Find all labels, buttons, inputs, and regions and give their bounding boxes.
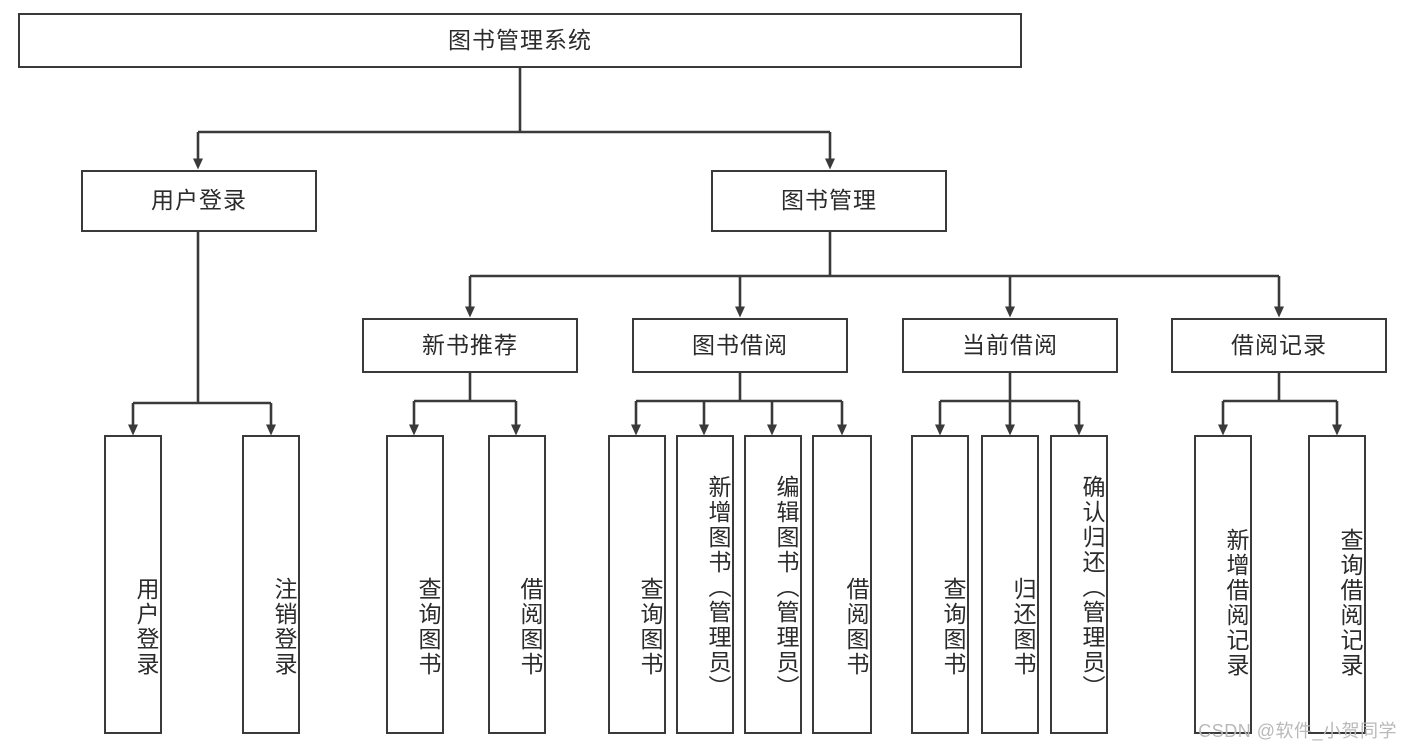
watermark-text: CSDN @软件_小贺同学 [1198,721,1397,741]
leaf-borrow-edit-book-admin-label: 编辑图书（管理员） [773,475,799,700]
leaf-recommend-borrow-book-label: 借阅图书 [517,576,543,677]
leaf-logout[interactable]: 注销登录 [242,435,300,734]
leaf-recommend-borrow-book[interactable]: 借阅图书 [488,435,546,734]
leaf-logout-label: 注销登录 [271,576,297,677]
leaf-record-query-label: 查询借阅记录 [1337,527,1363,678]
leaf-record-add[interactable]: 新增借阅记录 [1194,435,1252,734]
leaf-current-query-book[interactable]: 查询图书 [911,435,969,734]
leaf-record-add-label: 新增借阅记录 [1223,527,1249,678]
leaf-borrow-borrow-book[interactable]: 借阅图书 [812,435,872,734]
node-book-manage[interactable]: 图书管理 [711,170,947,232]
node-book-borrow[interactable]: 图书借阅 [632,318,848,373]
node-root-label: 图书管理系统 [448,26,592,53]
leaf-borrow-edit-book-admin[interactable]: 编辑图书（管理员） [744,435,802,734]
node-current-borrow-label: 当前借阅 [962,331,1058,358]
node-new-book-recommend[interactable]: 新书推荐 [362,318,578,373]
leaf-borrow-query-book[interactable]: 查询图书 [608,435,666,734]
leaf-recommend-query-book-label: 查询图书 [415,576,441,677]
leaf-current-return-book[interactable]: 归还图书 [981,435,1039,734]
node-new-book-recommend-label: 新书推荐 [422,331,518,358]
leaf-user-login[interactable]: 用户登录 [104,435,162,734]
leaf-current-query-book-label: 查询图书 [940,576,966,677]
node-user-login[interactable]: 用户登录 [81,170,317,232]
leaf-record-query[interactable]: 查询借阅记录 [1308,435,1366,734]
node-borrow-record-label: 借阅记录 [1231,331,1327,358]
node-root[interactable]: 图书管理系统 [18,13,1022,68]
leaf-recommend-query-book[interactable]: 查询图书 [386,435,444,734]
leaf-current-confirm-return-admin[interactable]: 确认归还（管理员） [1050,435,1108,734]
leaf-user-login-label: 用户登录 [133,576,159,677]
node-borrow-record[interactable]: 借阅记录 [1171,318,1387,373]
node-current-borrow[interactable]: 当前借阅 [902,318,1118,373]
leaf-current-return-book-label: 归还图书 [1010,576,1036,677]
leaf-current-confirm-return-admin-label: 确认归还（管理员） [1079,475,1105,700]
node-book-manage-label: 图书管理 [781,187,877,214]
leaf-borrow-add-book-admin-label: 新增图书（管理员） [705,475,731,700]
leaf-borrow-borrow-book-label: 借阅图书 [843,576,869,677]
node-user-login-label: 用户登录 [151,187,247,214]
leaf-borrow-add-book-admin[interactable]: 新增图书（管理员） [676,435,734,734]
node-book-borrow-label: 图书借阅 [692,331,788,358]
leaf-borrow-query-book-label: 查询图书 [637,576,663,677]
